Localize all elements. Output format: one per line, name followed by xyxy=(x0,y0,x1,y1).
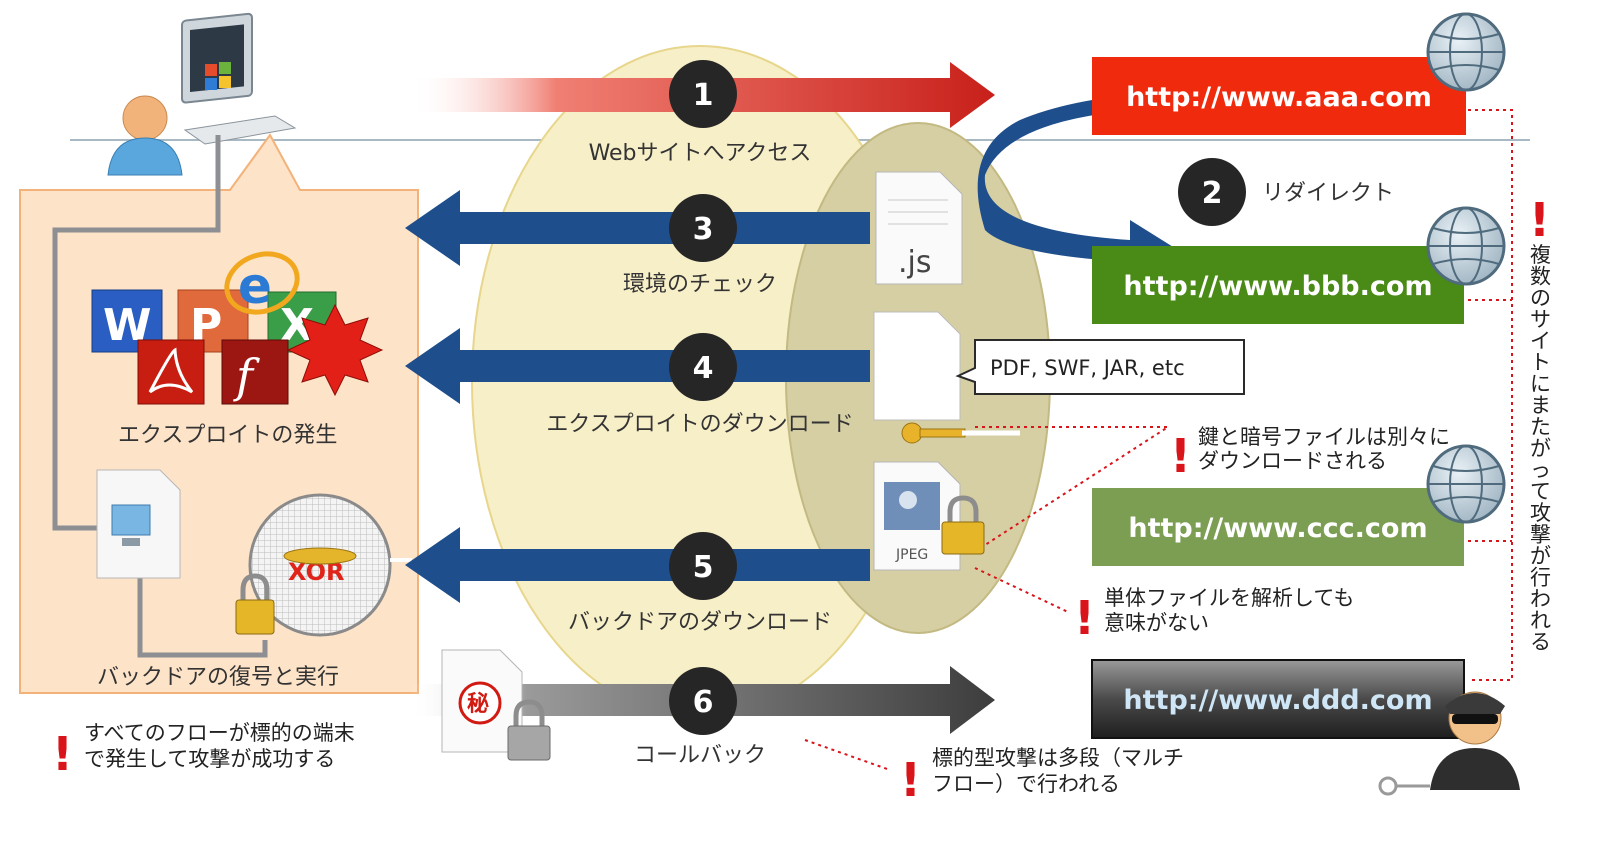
secret-padlock-icon xyxy=(507,699,551,761)
explosion-icon xyxy=(286,303,384,397)
note-single-exclaim: ! xyxy=(1074,591,1095,645)
step-1-label: Webサイトへアクセス xyxy=(589,141,812,166)
file-types-callout: PDF, SWF, JAR, etc xyxy=(955,339,1245,395)
site-url-3: http://www.ccc.com xyxy=(1128,513,1427,544)
keys-icon xyxy=(1378,776,1430,796)
arrow-3 xyxy=(405,190,870,266)
step-1-circle xyxy=(669,60,737,128)
svg-text:e: e xyxy=(238,257,272,315)
step-4-number: 4 xyxy=(693,351,714,386)
note-keys-line1: 鍵と暗号ファイルは別々に xyxy=(1198,425,1450,449)
secret-file-icon: 秘 xyxy=(441,649,523,753)
note-flow-exclaim: ! xyxy=(52,727,73,781)
jpeg-label: JPEG xyxy=(895,547,928,563)
note-keys-exclaim: ! xyxy=(1170,429,1191,483)
globes xyxy=(1426,12,1506,524)
note-single-line2: 意味がない xyxy=(1104,611,1209,635)
jpeg-file-icon: JPEG xyxy=(873,461,961,571)
note-flow-line1: すべてのフローが標的の端末 xyxy=(84,721,355,745)
step-2-circle xyxy=(1178,158,1246,226)
note-vertical: 複数のサイトにまたがって攻撃が行われる xyxy=(1530,243,1551,654)
jpeg-padlock-icon xyxy=(941,495,985,555)
step-5-label: バックドアのダウンロード xyxy=(568,610,832,635)
note-flow-line2: で発生して攻撃が成功する xyxy=(84,747,335,771)
site-url-4: http://www.ddd.com xyxy=(1123,685,1432,716)
note-keys-line2: ダウンロードされる xyxy=(1198,449,1387,473)
ie-icon: e xyxy=(224,251,300,315)
note-single-line1: 単体ファイルを解析しても xyxy=(1104,586,1354,610)
step-3-circle xyxy=(669,194,737,262)
site-box-3 xyxy=(1092,488,1464,566)
note-vertical-exclaim: ! xyxy=(1529,193,1550,247)
site-box-4 xyxy=(1091,659,1465,739)
step-3-label: 環境のチェック xyxy=(623,272,777,297)
note-multi-exclaim: ! xyxy=(900,753,921,807)
step-1-number: 1 xyxy=(693,78,714,113)
site-box-2 xyxy=(1092,246,1464,324)
word-icon: W xyxy=(91,289,163,353)
user-icon xyxy=(107,95,183,176)
note-vertical-text: 複数のサイトにまたがって攻撃が行われる xyxy=(1530,243,1551,654)
attacker-icon xyxy=(1430,691,1520,790)
step-4-label: エクスプロイトのダウンロード xyxy=(546,412,853,437)
backdoor-label: バックドアの復号と実行 xyxy=(97,665,339,690)
key-icon xyxy=(901,422,1020,444)
acrobat-icon xyxy=(137,339,205,405)
note-multi-line1: 標的型攻撃は多段（マルチ xyxy=(932,746,1184,770)
exploit-file-icon xyxy=(873,311,961,421)
arrow-5 xyxy=(405,527,870,603)
step-6-label: コールバック xyxy=(634,743,766,768)
js-label: .js xyxy=(898,245,932,280)
step-4-circle xyxy=(669,333,737,401)
step-5-circle xyxy=(669,532,737,600)
step-2-label: リダイレクト xyxy=(1262,181,1394,206)
exploit-label: エクスプロイトの発生 xyxy=(118,423,337,448)
notes: ! 鍵と暗号ファイルは別々に ダウンロードされる ! 単体ファイルを解析しても … xyxy=(52,193,1550,807)
step-5-number: 5 xyxy=(693,550,714,585)
local-cable xyxy=(52,135,221,531)
flash-icon: f xyxy=(221,339,289,405)
xor-decoder: XOR xyxy=(248,493,392,637)
site-box-1 xyxy=(1092,57,1466,135)
step-6-circle xyxy=(669,667,737,735)
redirect-arrow xyxy=(977,92,1178,280)
secret-label: 秘 xyxy=(467,691,489,717)
dotted-connectors xyxy=(804,109,1513,771)
note-multi-line2: フロー）で行われる xyxy=(932,772,1120,796)
step-6-number: 6 xyxy=(693,685,714,720)
padlock-icon xyxy=(235,573,275,635)
computer-icon xyxy=(181,12,297,145)
document-computer-icon xyxy=(96,469,181,579)
site-url-2: http://www.bbb.com xyxy=(1123,271,1432,302)
callout-text: PDF, SWF, JAR, etc xyxy=(990,356,1185,380)
site-boxes: http://www.aaa.com http://www.bbb.com http… xyxy=(1091,57,1466,739)
local-cable-2 xyxy=(137,570,268,658)
arrow-4 xyxy=(405,328,870,404)
globe-icon-3 xyxy=(1426,444,1506,524)
globe-icon-1 xyxy=(1426,12,1506,92)
step-2-number: 2 xyxy=(1202,176,1223,211)
globe-icon-2 xyxy=(1426,206,1506,286)
js-file-icon: .js xyxy=(875,171,963,285)
site-url-1: http://www.aaa.com xyxy=(1126,82,1432,113)
step-3-number: 3 xyxy=(693,212,714,247)
